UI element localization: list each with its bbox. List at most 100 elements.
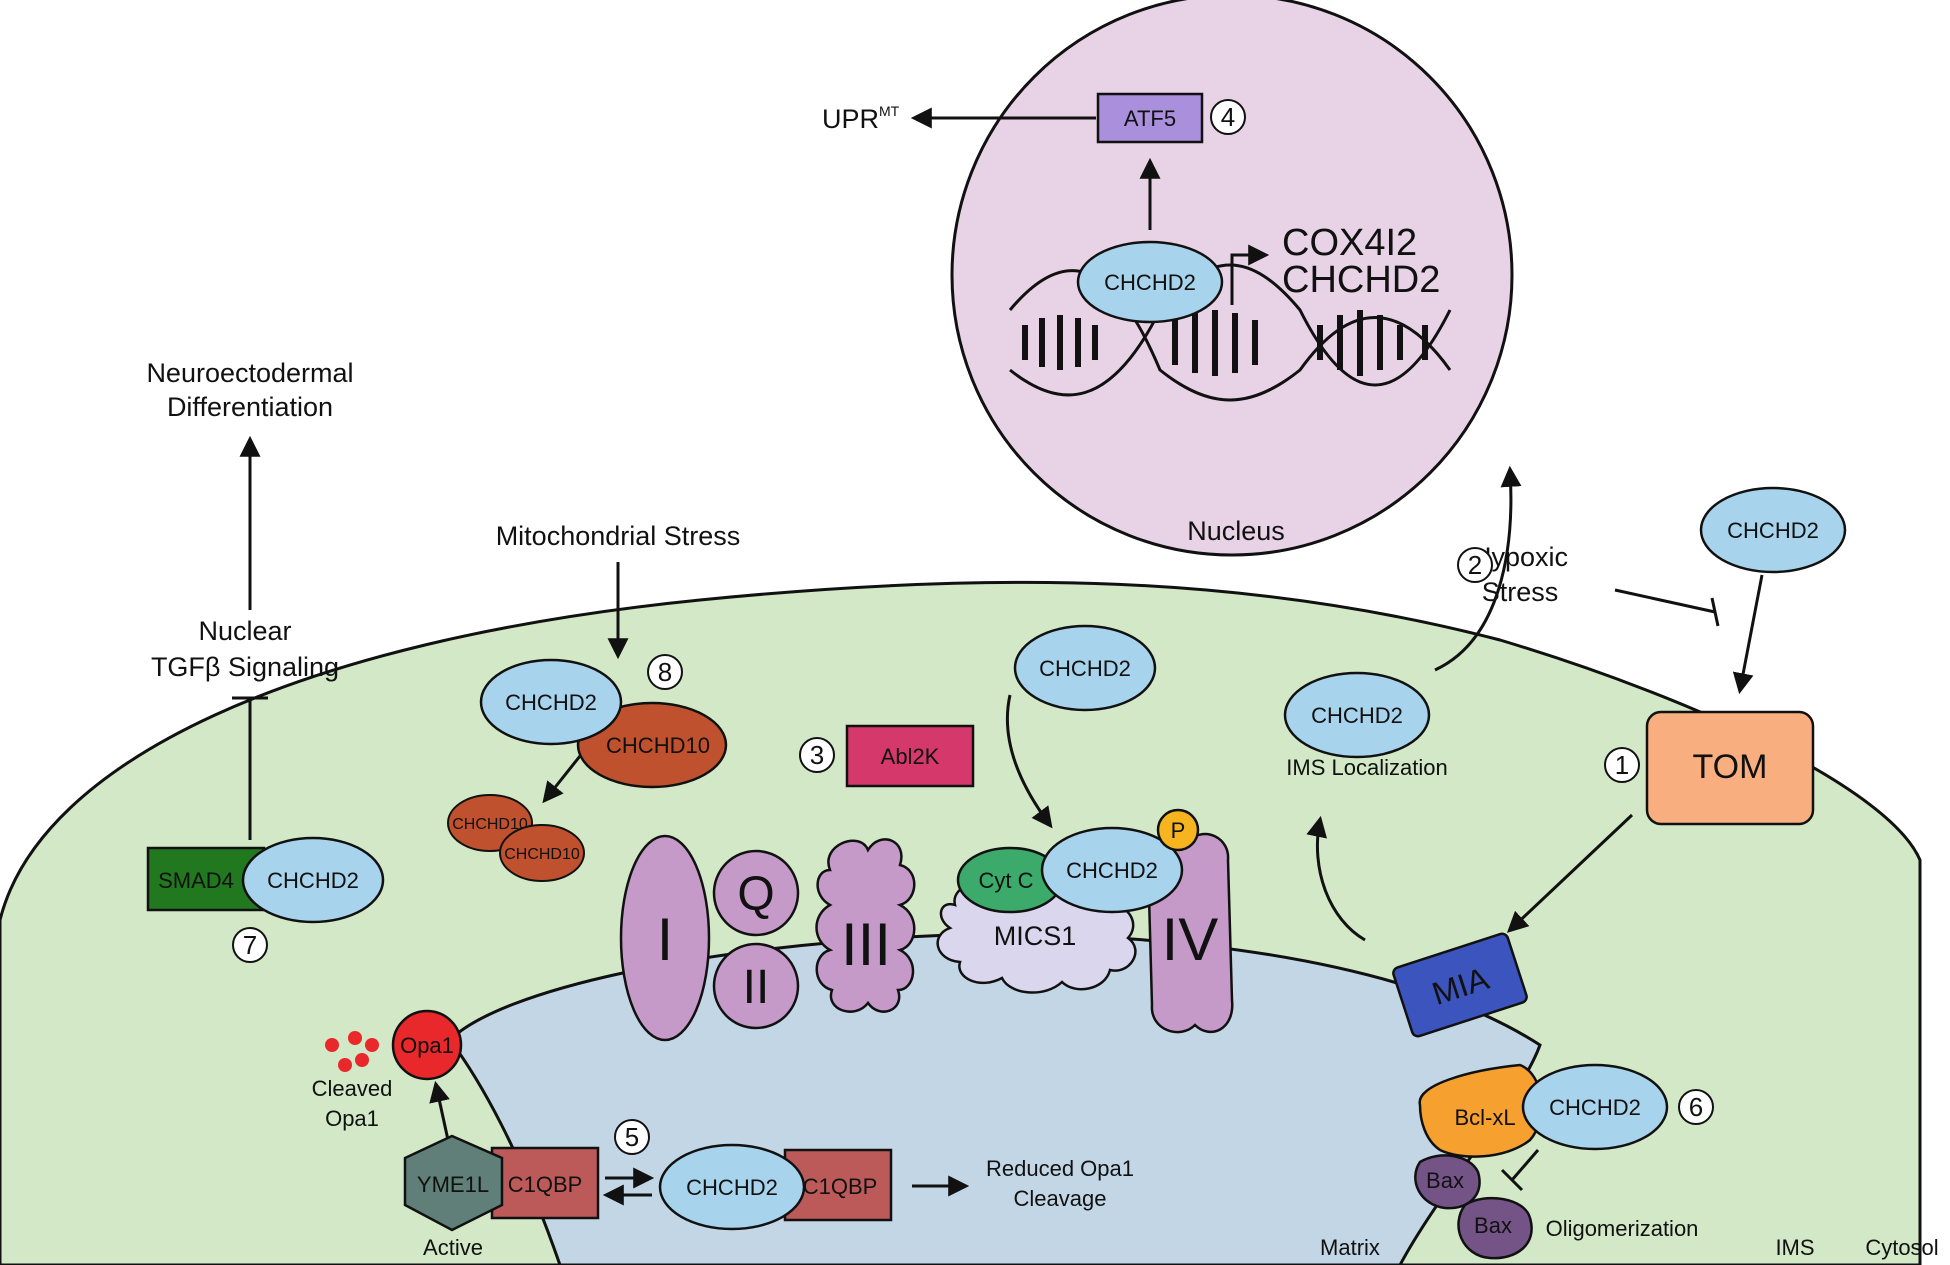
complex-iii bbox=[815, 838, 916, 1013]
chchd2-cytosolic-label: CHCHD2 bbox=[1727, 518, 1819, 543]
chchd2-smad4-label: CHCHD2 bbox=[267, 868, 359, 893]
differentiation-label: Differentiation bbox=[167, 392, 333, 422]
opa1 bbox=[391, 1009, 463, 1081]
phospho-icon bbox=[1156, 808, 1200, 852]
tom-complex bbox=[1645, 710, 1815, 826]
chchd2-to-etc-arrow bbox=[1005, 694, 1053, 829]
bclxl bbox=[1418, 1063, 1543, 1158]
cleaved-label: Cleaved bbox=[312, 1076, 393, 1101]
cleavage-label: Cleavage bbox=[1014, 1186, 1107, 1211]
bax-b-label: Bax bbox=[1474, 1213, 1512, 1238]
step-4-badge bbox=[1210, 99, 1246, 135]
bclxl-label: Bcl-xL bbox=[1454, 1105, 1515, 1130]
mito-stress-label: Mitochondrial Stress bbox=[496, 521, 741, 551]
reduced-opa1-label: Reduced Opa1 bbox=[986, 1156, 1134, 1181]
complex-ii-label: II bbox=[743, 961, 770, 1014]
step-5-badge bbox=[614, 1119, 650, 1155]
step-8-number: 8 bbox=[658, 657, 672, 687]
chchd2-nuclear-label: CHCHD2 bbox=[1104, 270, 1196, 295]
complex-i-label: I bbox=[657, 906, 674, 973]
bax-a-label: Bax bbox=[1426, 1168, 1464, 1193]
tom-label: TOM bbox=[1693, 748, 1768, 786]
yme1l-to-opa1-arrow bbox=[429, 1080, 450, 1141]
chchd2-to-tom-arrow bbox=[1732, 574, 1764, 695]
phospho-label: P bbox=[1171, 818, 1186, 843]
transcription-arrow bbox=[1230, 244, 1270, 305]
neuroectodermal-label: Neuroectodermal bbox=[146, 358, 353, 388]
abl2k-label: Abl2K bbox=[881, 744, 940, 769]
step-7-number: 7 bbox=[243, 930, 257, 960]
chchd2-etc-free-label: CHCHD2 bbox=[1039, 656, 1131, 681]
atf5-box bbox=[1096, 92, 1204, 144]
oligomerization-label: Oligomerization bbox=[1546, 1216, 1699, 1241]
opa1-label: Opa1 bbox=[400, 1033, 454, 1058]
smad4-label: SMAD4 bbox=[158, 868, 234, 893]
chchd2-etc-free bbox=[1013, 624, 1157, 712]
complex-ii bbox=[712, 942, 800, 1030]
dna-helix-icon bbox=[1008, 263, 1452, 402]
chchd10-small-a-label: CHCHD10 bbox=[452, 816, 528, 833]
chchd2-c1qbp-label: CHCHD2 bbox=[686, 1175, 778, 1200]
step-1-badge bbox=[1604, 747, 1640, 783]
chchd2-bclxl bbox=[1521, 1063, 1669, 1151]
nucleus-label: Nucleus bbox=[1187, 516, 1285, 546]
chchd10-small-b bbox=[499, 824, 585, 882]
ims-label: IMS bbox=[1775, 1235, 1814, 1260]
matrix-compartment bbox=[448, 932, 1542, 1265]
step-3-number: 3 bbox=[810, 740, 824, 770]
matrix-label: Matrix bbox=[1320, 1235, 1380, 1260]
bax-inhibition-bar bbox=[1500, 1168, 1524, 1192]
chchd2-etc-bound-label: CHCHD2 bbox=[1066, 858, 1158, 883]
chchd2-etc-bound bbox=[1040, 826, 1184, 914]
chchd10-main-label: CHCHD10 bbox=[606, 733, 710, 758]
tom-to-mia-arrow bbox=[1506, 813, 1634, 933]
chchd2-smad4 bbox=[241, 836, 385, 924]
step-2-badge bbox=[1457, 547, 1493, 583]
step-1-number: 1 bbox=[1615, 750, 1629, 780]
chchd2-nuclear bbox=[1076, 240, 1224, 324]
cytosol-label: Cytosol bbox=[1865, 1235, 1938, 1260]
step-6-number: 6 bbox=[1689, 1092, 1703, 1122]
gene-cox4i2: COX4I2 bbox=[1282, 222, 1417, 264]
ubiquinone-label: Q bbox=[737, 868, 774, 921]
step-2-number: 2 bbox=[1468, 550, 1482, 580]
chchd2-stress bbox=[479, 658, 623, 746]
mia-to-ims-arrow bbox=[1306, 815, 1366, 942]
chchd2-ims-label: CHCHD2 bbox=[1311, 703, 1403, 728]
chchd10-main bbox=[576, 701, 728, 789]
cleaved-opa1-label: Opa1 bbox=[325, 1106, 379, 1131]
step-3-badge bbox=[799, 737, 835, 773]
complex-iv-label: IV bbox=[1162, 906, 1219, 973]
hypoxic-inhibition-bar bbox=[1710, 597, 1720, 627]
hypoxic-inhibition bbox=[1614, 588, 1716, 614]
atf5-label: ATF5 bbox=[1124, 106, 1176, 131]
yme1l-hexagon bbox=[403, 1134, 504, 1232]
cytochrome-c-label: Cyt C bbox=[979, 868, 1034, 893]
bax-a bbox=[1414, 1154, 1481, 1210]
step-7-badge bbox=[232, 927, 268, 963]
upr-label: UPRMT bbox=[822, 103, 900, 134]
step-4-number: 4 bbox=[1221, 102, 1235, 132]
mics1-label: MICS1 bbox=[994, 921, 1077, 951]
ubiquinone-q bbox=[712, 849, 800, 937]
chchd2-cytosolic bbox=[1699, 486, 1847, 574]
complex-i bbox=[619, 834, 711, 1042]
c1qbp-active-label: C1QBP bbox=[508, 1172, 583, 1197]
chchd10-oligomer-arrow bbox=[542, 755, 582, 804]
abl2k-box bbox=[845, 724, 975, 788]
gene-chchd2: CHCHD2 bbox=[1282, 259, 1440, 301]
c1qbp-bound-label: C1QBP bbox=[803, 1174, 878, 1199]
mia-complex: MIA bbox=[1392, 932, 1528, 1038]
step-6-badge bbox=[1678, 1089, 1714, 1125]
cleaved-opa1-dots-icon bbox=[325, 1031, 379, 1072]
step-8-badge bbox=[647, 654, 683, 690]
bax-b bbox=[1457, 1196, 1533, 1260]
active-label: Active bbox=[423, 1235, 483, 1260]
tgf-signaling-label: TGFβ Signaling bbox=[151, 652, 339, 682]
complex-iii-label: III bbox=[841, 911, 891, 978]
chchd10-small-b-label: CHCHD10 bbox=[504, 846, 580, 863]
chchd2-ims bbox=[1283, 671, 1431, 759]
nuclear-label: Nuclear bbox=[198, 616, 291, 646]
